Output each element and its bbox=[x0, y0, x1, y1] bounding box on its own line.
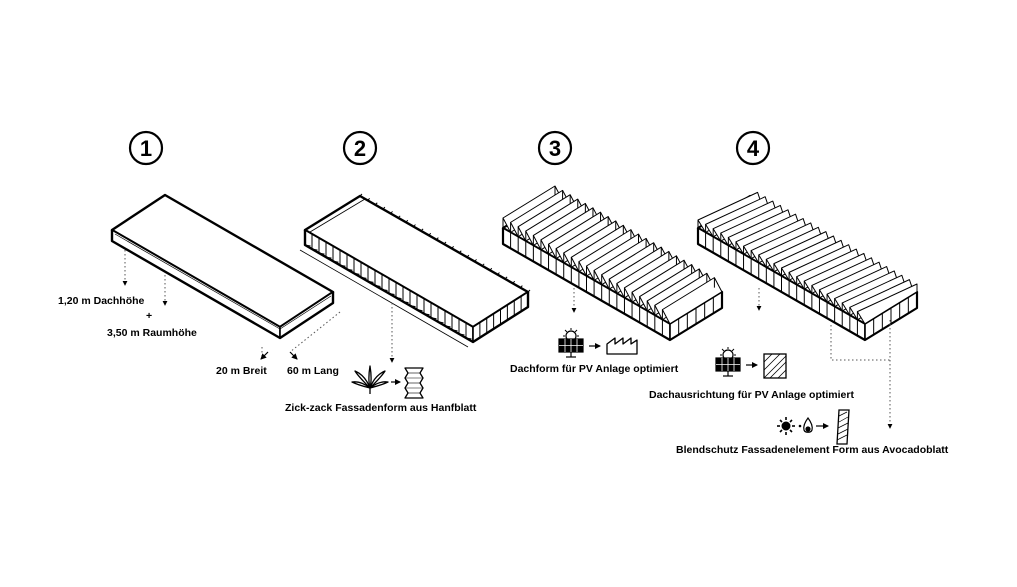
step-4-facade-caption: Blendschutz Fassadenelement Form aus Avo… bbox=[676, 444, 949, 456]
roof-edge-tick bbox=[497, 272, 500, 275]
roof-edge-tick bbox=[374, 202, 378, 206]
step-number-4: 4 bbox=[735, 130, 771, 166]
roof-edge-tick bbox=[512, 280, 516, 284]
roof-edge-tick bbox=[458, 250, 462, 254]
width-label: 20 m Breit bbox=[216, 365, 267, 377]
building-1-slab bbox=[110, 193, 335, 340]
building-4-optimised bbox=[696, 191, 919, 342]
dimension-arrow-width bbox=[260, 351, 269, 360]
roof-edge-tick bbox=[420, 228, 424, 232]
building-2-zigzag-facade bbox=[299, 193, 531, 348]
svg-text:4: 4 bbox=[747, 136, 760, 161]
roof-edge-tick bbox=[474, 259, 477, 262]
length-label: 60 m Lang bbox=[287, 365, 339, 377]
roof-edge-tick bbox=[428, 232, 432, 236]
roof-edge-tick bbox=[382, 206, 386, 210]
roof-edge-tick bbox=[481, 263, 485, 267]
plus-sign: + bbox=[146, 310, 152, 322]
building-3-sawtooth-roof bbox=[501, 185, 724, 342]
roof-edge-tick bbox=[359, 193, 363, 197]
roof-edge-tick bbox=[397, 215, 401, 219]
roof-height-label: 1,20 m Dachhöhe bbox=[58, 295, 145, 307]
hemp-leaf-icon bbox=[351, 365, 389, 394]
step-number-3: 3 bbox=[537, 130, 573, 166]
dimension-arrow-length bbox=[289, 351, 298, 360]
step-3-caption: Dachform für PV Anlage optimiert bbox=[510, 363, 679, 375]
roof-edge-tick bbox=[367, 198, 370, 201]
sawtooth-roof-icon bbox=[606, 337, 638, 355]
solar-panel-icon bbox=[558, 328, 584, 358]
roof-edge-tick bbox=[451, 246, 454, 249]
roof-edge-tick bbox=[520, 285, 523, 288]
step-number-2: 2 bbox=[342, 130, 378, 166]
roof-edge-tick bbox=[413, 224, 416, 227]
room-height-label: 3,50 m Raumhöhe bbox=[107, 327, 197, 339]
tilted-panel-icon bbox=[763, 353, 787, 379]
roof-edge-tick bbox=[436, 237, 439, 240]
avocado-icon bbox=[803, 416, 813, 433]
roof-edge-tick bbox=[443, 241, 447, 245]
separator-dot bbox=[798, 424, 802, 428]
step-4-roof-caption: Dachausrichtung für PV Anlage optimiert bbox=[649, 389, 854, 401]
sun-icon bbox=[777, 417, 795, 435]
svg-text:3: 3 bbox=[549, 136, 561, 161]
step-number-1: 1 bbox=[128, 130, 164, 166]
roof-edge-tick bbox=[405, 219, 409, 223]
roof-edge-tick bbox=[527, 289, 531, 293]
solar-panel-icon bbox=[715, 347, 741, 377]
svg-text:2: 2 bbox=[354, 136, 366, 161]
roof-edge-tick bbox=[489, 267, 493, 271]
roof-edge-tick bbox=[504, 276, 508, 280]
svg-text:1: 1 bbox=[140, 136, 152, 161]
step-2-caption: Zick-zack Fassadenform aus Hanfblatt bbox=[285, 402, 477, 414]
facade-element-icon bbox=[836, 409, 850, 445]
roof-edge-tick bbox=[466, 254, 470, 258]
zigzag-facade-icon bbox=[404, 367, 424, 399]
roof-edge-tick bbox=[390, 211, 393, 214]
